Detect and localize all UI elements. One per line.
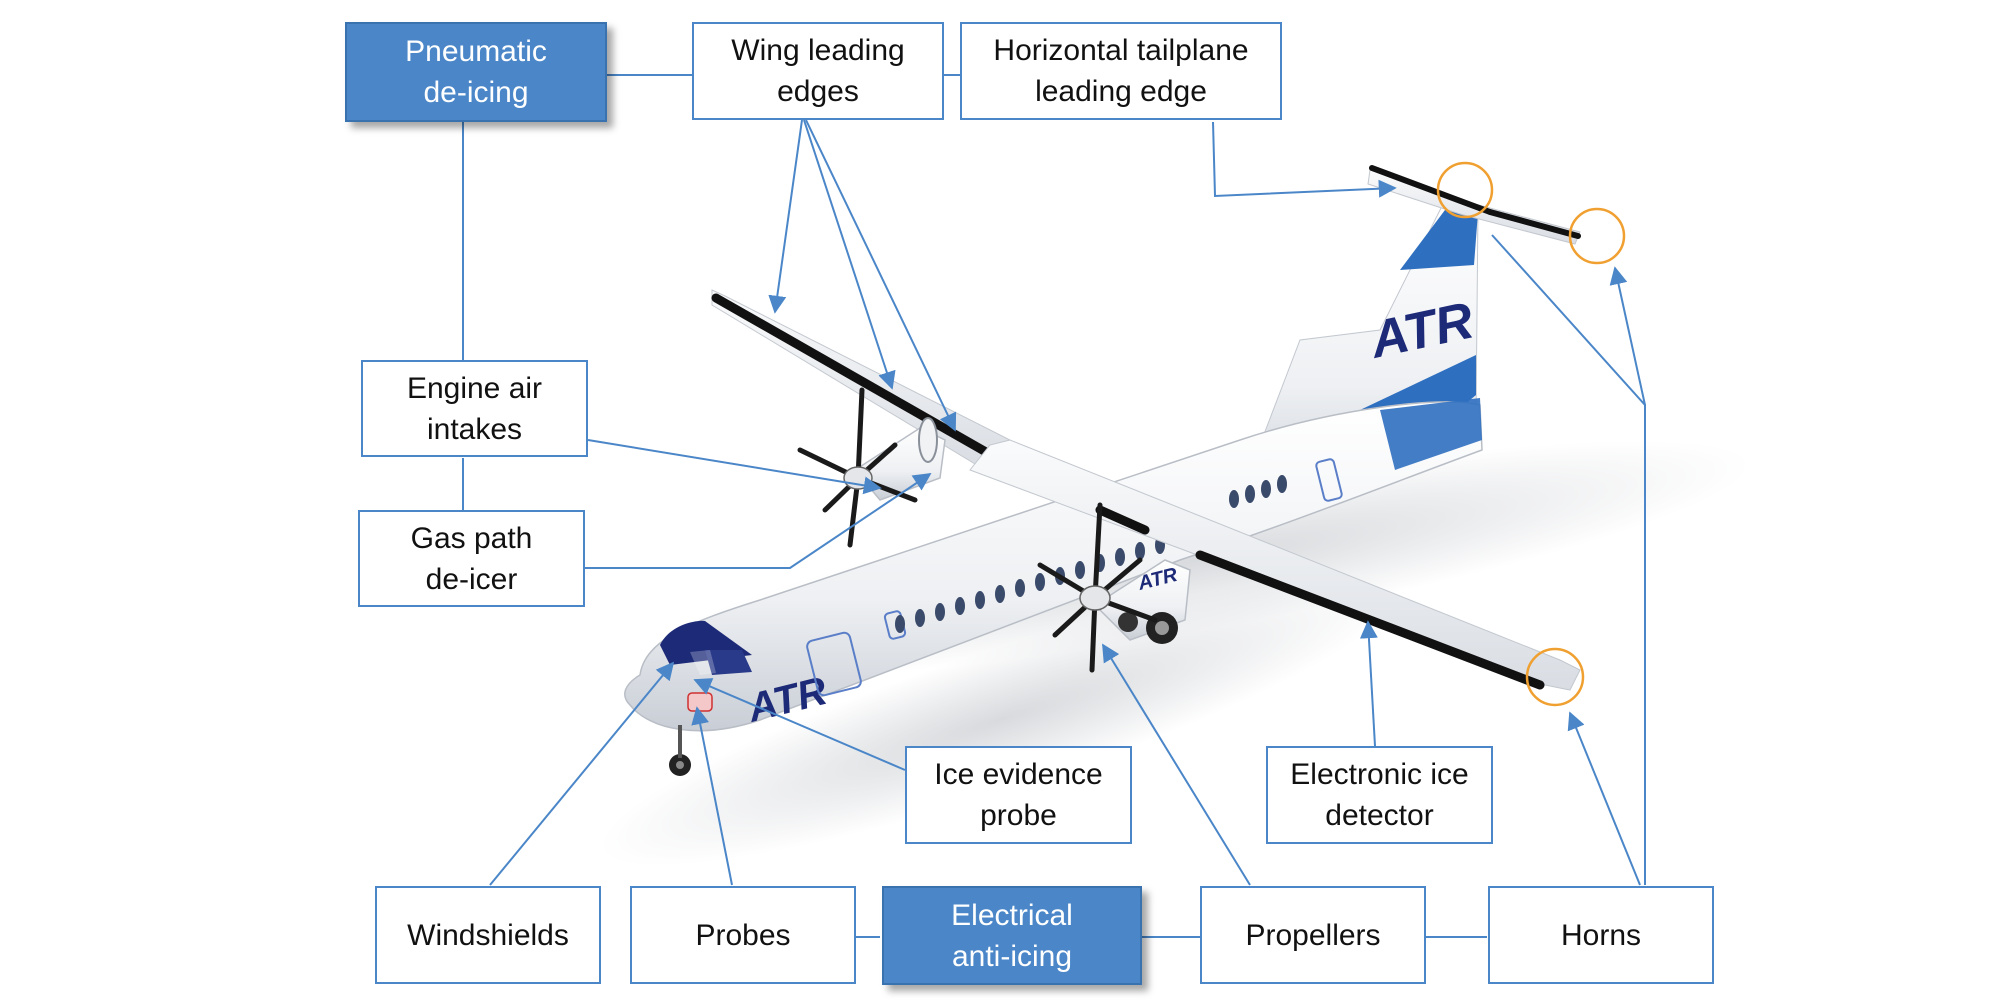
arrow-ice-evidence-probe xyxy=(693,678,906,771)
right-wing xyxy=(969,439,1581,691)
propellers-label: Propellers xyxy=(1245,918,1381,952)
wing-horn-circle xyxy=(1525,647,1585,707)
electrical-antiicing-label: Electrical anti-icing xyxy=(951,898,1073,973)
electronic-ice-detector-box: Electronic ice detector xyxy=(1266,746,1493,844)
wing-leading-edges-label: Wing leading edges xyxy=(731,34,905,108)
horns-box: Horns xyxy=(1488,886,1714,984)
tailplane-horn-circle-right xyxy=(1568,207,1626,265)
arrow-horn-tailplane xyxy=(1609,266,1646,406)
right-engine: ATR xyxy=(1037,502,1191,673)
engine-air-intakes-box: Engine air intakes xyxy=(361,360,588,457)
arrow-tailplane-edge xyxy=(1212,121,1397,198)
left-wing-leading-edge xyxy=(711,293,1005,465)
arrow-engine-intake xyxy=(587,439,882,495)
gas-path-deicer-box: Gas path de-icer xyxy=(358,510,585,607)
horizontal-tailplane xyxy=(1367,165,1581,245)
windshields-box: Windshields xyxy=(375,886,601,984)
wing-leading-edges-box: Wing leading edges xyxy=(692,22,944,120)
pneumatic-deicing-label: Pneumatic de-icing xyxy=(405,35,547,109)
gas-path-deicer-label: Gas path de-icer xyxy=(410,521,533,596)
arrow-propellers xyxy=(1102,643,1251,886)
arrow-horn-wing xyxy=(1567,711,1641,886)
ice-evidence-probe-label: Ice evidence probe xyxy=(934,758,1103,832)
right-wing-leading-edge-outer xyxy=(1195,550,1545,690)
ice-evidence-probe-box: Ice evidence probe xyxy=(905,746,1132,844)
electronic-ice-detector-label: Electronic ice detector xyxy=(1290,758,1469,832)
arrow-wing-root-edge xyxy=(805,119,957,432)
electrical-antiicing-box: Electrical anti-icing xyxy=(882,886,1142,985)
right-wing-leading-edge-inner xyxy=(1095,505,1150,535)
engine-air-intakes-label: Engine air intakes xyxy=(406,371,543,446)
horn-highlight-circles xyxy=(1436,161,1626,707)
horizontal-tailplane-label: Horizontal tailplane leading edge xyxy=(993,34,1249,108)
horizontal-tailplane-box: Horizontal tailplane leading edge xyxy=(960,22,1282,120)
tailplane-horn-circle-left xyxy=(1436,161,1494,219)
probes-box: Probes xyxy=(630,886,856,984)
windshields-label: Windshields xyxy=(407,918,569,952)
arrow-wing-left-edge xyxy=(768,119,803,314)
leader-arrows xyxy=(489,119,1646,886)
horns-label: Horns xyxy=(1560,918,1642,952)
arrow-gas-path xyxy=(585,472,932,569)
propellers-box: Propellers xyxy=(1200,886,1426,984)
arrow-wing-mid-edge xyxy=(803,119,896,390)
probes-label: Probes xyxy=(695,918,791,952)
pneumatic-deicing-box: Pneumatic de-icing xyxy=(345,22,607,122)
arrow-probes xyxy=(691,706,733,886)
arrow-electronic-ice-detector xyxy=(1359,620,1378,747)
box-connectors xyxy=(462,74,1487,938)
arrow-windshields xyxy=(489,661,675,886)
